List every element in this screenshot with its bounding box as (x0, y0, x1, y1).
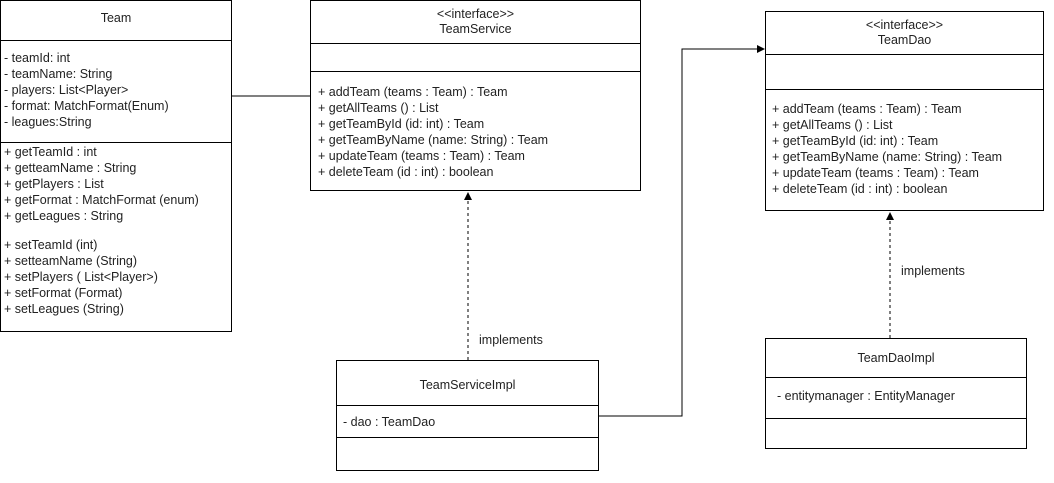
dao-implements-label: implements (901, 264, 965, 278)
team-service-header: <<interface>> TeamService (311, 1, 640, 44)
team-service-method: + getAllTeams () : List (318, 101, 439, 115)
team-attribute: - teamId: int (4, 51, 70, 65)
team-dao-methods: + addTeam (teams : Team) : Team + getAll… (766, 90, 1043, 197)
team-setter: + setFormat (Format) (4, 286, 123, 300)
team-dao-method: + getTeamByName (name: String) : Team (772, 150, 1003, 164)
team-service-method: + addTeam (teams : Team) : Team (318, 85, 508, 99)
team-setter: + setLeagues (String) (4, 302, 124, 316)
team-getter: + getFormat : MatchFormat (enum) (4, 193, 199, 207)
team-dao-header: <<interface>> TeamDao (766, 12, 1043, 55)
team-setter: + setTeamId (int) (4, 238, 98, 252)
team-attribute: - leagues:String (4, 115, 92, 129)
team-service-methods: + addTeam (teams : Team) : Team + getAll… (311, 72, 640, 180)
team-service-name: TeamService (439, 22, 512, 36)
team-dao-name: TeamDao (877, 33, 932, 47)
team-service-method: + getTeamById (id: int) : Team (318, 117, 485, 131)
team-attribute: - players: List<Player> (4, 83, 129, 97)
team-attribute: - format: MatchFormat(Enum) (4, 99, 169, 113)
team-getter: + getPlayers : List (4, 177, 104, 191)
team-dao-impl-class: TeamDaoImpl - entitymanager : EntityMana… (765, 338, 1027, 449)
team-getter: + getTeamId : int (4, 145, 97, 159)
team-class-header: Team (1, 1, 231, 41)
team-service-interface: <<interface>> TeamService + addTeam (tea… (310, 0, 641, 191)
team-getter: + getLeagues : String (4, 209, 124, 223)
team-setter: + setteamName (String) (4, 254, 138, 268)
team-setter: + setPlayers ( List<Player>) (4, 270, 158, 284)
team-dao-interface: <<interface>> TeamDao + addTeam (teams :… (765, 11, 1044, 211)
team-dao-method: + deleteTeam (id : int) : boolean (772, 182, 948, 196)
team-dao-method: + getAllTeams () : List (772, 118, 893, 132)
team-service-method: + updateTeam (teams : Team) : Team (318, 149, 525, 163)
service-implements-label: implements (479, 333, 543, 347)
serviceimpl-dao-association (598, 45, 765, 417)
team-dao-method: + addTeam (teams : Team) : Team (772, 102, 962, 116)
team-service-impl-header: TeamServiceImpl (337, 361, 598, 406)
team-methods: + getTeamId : int + getteamName : String… (1, 143, 231, 317)
team-dao-method: + updateTeam (teams : Team) : Team (772, 166, 979, 180)
team-service-impl-name: TeamServiceImpl (419, 378, 516, 392)
team-service-impl-attribute: - dao : TeamDao (343, 415, 436, 429)
team-service-impl-class: TeamServiceImpl - dao : TeamDao (336, 360, 599, 471)
team-dao-impl-header: TeamDaoImpl (766, 339, 1026, 378)
team-getter: + getteamName : String (4, 161, 137, 175)
team-class: Team - teamId: int - teamName: String - … (0, 0, 232, 332)
team-class-name: Team (100, 11, 132, 25)
team-service-method: + getTeamByName (name: String) : Team (318, 133, 549, 147)
team-dao-impl-attribute: - entitymanager : EntityManager (777, 389, 955, 403)
team-attributes: - teamId: int - teamName: String - playe… (1, 41, 231, 143)
team-dao-impl-attributes: - entitymanager : EntityManager (766, 378, 1026, 419)
team-service-method: + deleteTeam (id : int) : boolean (318, 165, 494, 179)
team-dao-method: + getTeamById (id: int) : Team (772, 134, 939, 148)
team-service-stereotype: <<interface>> (436, 7, 515, 21)
team-service-impl-attributes: - dao : TeamDao (337, 406, 598, 438)
team-dao-impl-name: TeamDaoImpl (857, 351, 935, 365)
team-attribute: - teamName: String (4, 67, 113, 81)
team-service-attributes (311, 44, 640, 72)
team-dao-stereotype: <<interface>> (865, 18, 944, 32)
team-dao-attributes (766, 55, 1043, 90)
